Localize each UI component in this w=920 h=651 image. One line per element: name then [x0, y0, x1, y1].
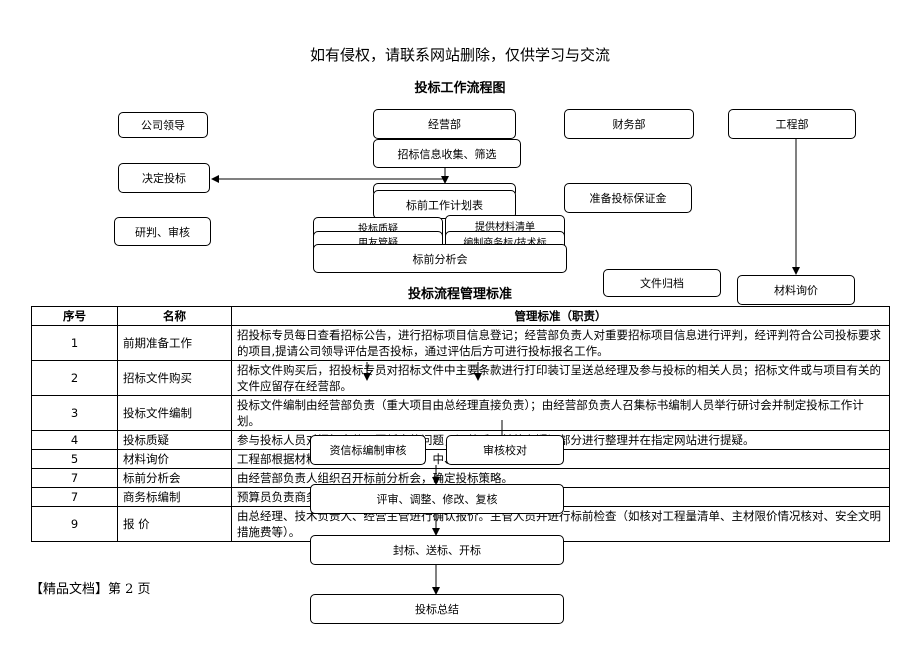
- row-name: 招标文件购买: [117, 360, 232, 396]
- row-name: 投标质疑: [117, 430, 232, 450]
- table-row: 7 标前分析会 由经营部负责人组织召开标前分析会，确定投标策略。: [31, 468, 890, 488]
- row-no: 3: [31, 395, 118, 431]
- table-row: 2 招标文件购买 招标文件购买后，招投标专员对招标文件中主要条款进行打印装订呈送…: [31, 360, 890, 396]
- box-pre-bid-plan: 标前工作计划表: [373, 190, 516, 219]
- row-name: 投标文件编制: [117, 395, 232, 431]
- header-no: 序号: [31, 306, 118, 326]
- row-name: 前期准备工作: [117, 325, 232, 361]
- row-name: 标前分析会: [117, 468, 232, 488]
- copyright-banner: 如有侵权，请联系网站删除，仅供学习与交流: [309, 46, 610, 64]
- row-desc: 招投标专员每日查看招标公告，进行招标项目信息登记；经营部负责人对重要招标项目信息…: [231, 325, 890, 361]
- box-qualification-review: 资信标编制审核: [310, 435, 426, 465]
- box-bid-summary: 投标总结: [310, 594, 564, 624]
- row-desc: 由经营部负责人组织召开标前分析会，确定投标策略。: [231, 468, 890, 488]
- row-no: 5: [31, 449, 118, 469]
- box-finance-dept: 财务部: [564, 109, 694, 139]
- table-title: 投标流程管理标准: [407, 287, 512, 302]
- box-decide-bid: 决定投标: [118, 163, 210, 193]
- box-bid-verify: 审核校对: [446, 435, 564, 465]
- row-no: 4: [31, 430, 118, 450]
- row-desc: 投标文件编制由经营部负责（重大项目由总经理直接负责）；由经营部负责人召集标书编制…: [231, 395, 890, 431]
- box-info-collect: 招标信息收集、筛选: [373, 139, 521, 168]
- row-no: 9: [31, 506, 118, 542]
- row-name: 材料询价: [117, 449, 232, 469]
- box-file-archive: 文件归档: [603, 269, 721, 297]
- box-business-dept: 经营部: [373, 109, 516, 139]
- header-standard: 管理标准（职责）: [231, 306, 890, 326]
- box-review-adjust: 评审、调整、修改、复核: [310, 484, 564, 514]
- row-name: 商务标编制: [117, 487, 232, 507]
- table-row: 1 前期准备工作 招投标专员每日查看招标公告，进行招标项目信息登记；经营部负责人…: [31, 325, 890, 361]
- box-engineering-dept: 工程部: [728, 109, 856, 139]
- box-pre-bid-analysis: 标前分析会: [313, 244, 567, 273]
- row-no: 7: [31, 468, 118, 488]
- page-footer: 【精品文档】第 2 页: [30, 582, 151, 597]
- box-seal-deliver: 封标、送标、开标: [310, 535, 564, 565]
- table-row: 3 投标文件编制 投标文件编制由经营部负责（重大项目由总经理直接负责）；由经营部…: [31, 395, 890, 431]
- box-company-leader: 公司领导: [118, 112, 208, 138]
- flowchart-title: 投标工作流程图: [414, 81, 506, 96]
- box-bid-bond: 准备投标保证金: [564, 183, 692, 213]
- row-no: 7: [31, 487, 118, 507]
- row-desc: 招标文件购买后，招投标专员对招标文件中主要条款进行打印装订呈送总经理及参与投标的…: [231, 360, 890, 396]
- box-research-review: 研判、审核: [114, 217, 211, 246]
- box-material-inquiry: 材料询价: [737, 275, 855, 305]
- row-name: 报 价: [117, 506, 232, 542]
- row-no: 1: [31, 325, 118, 361]
- row-no: 2: [31, 360, 118, 396]
- table-header-row: 序号 名称 管理标准（职责）: [31, 306, 890, 326]
- header-name: 名称: [117, 306, 232, 326]
